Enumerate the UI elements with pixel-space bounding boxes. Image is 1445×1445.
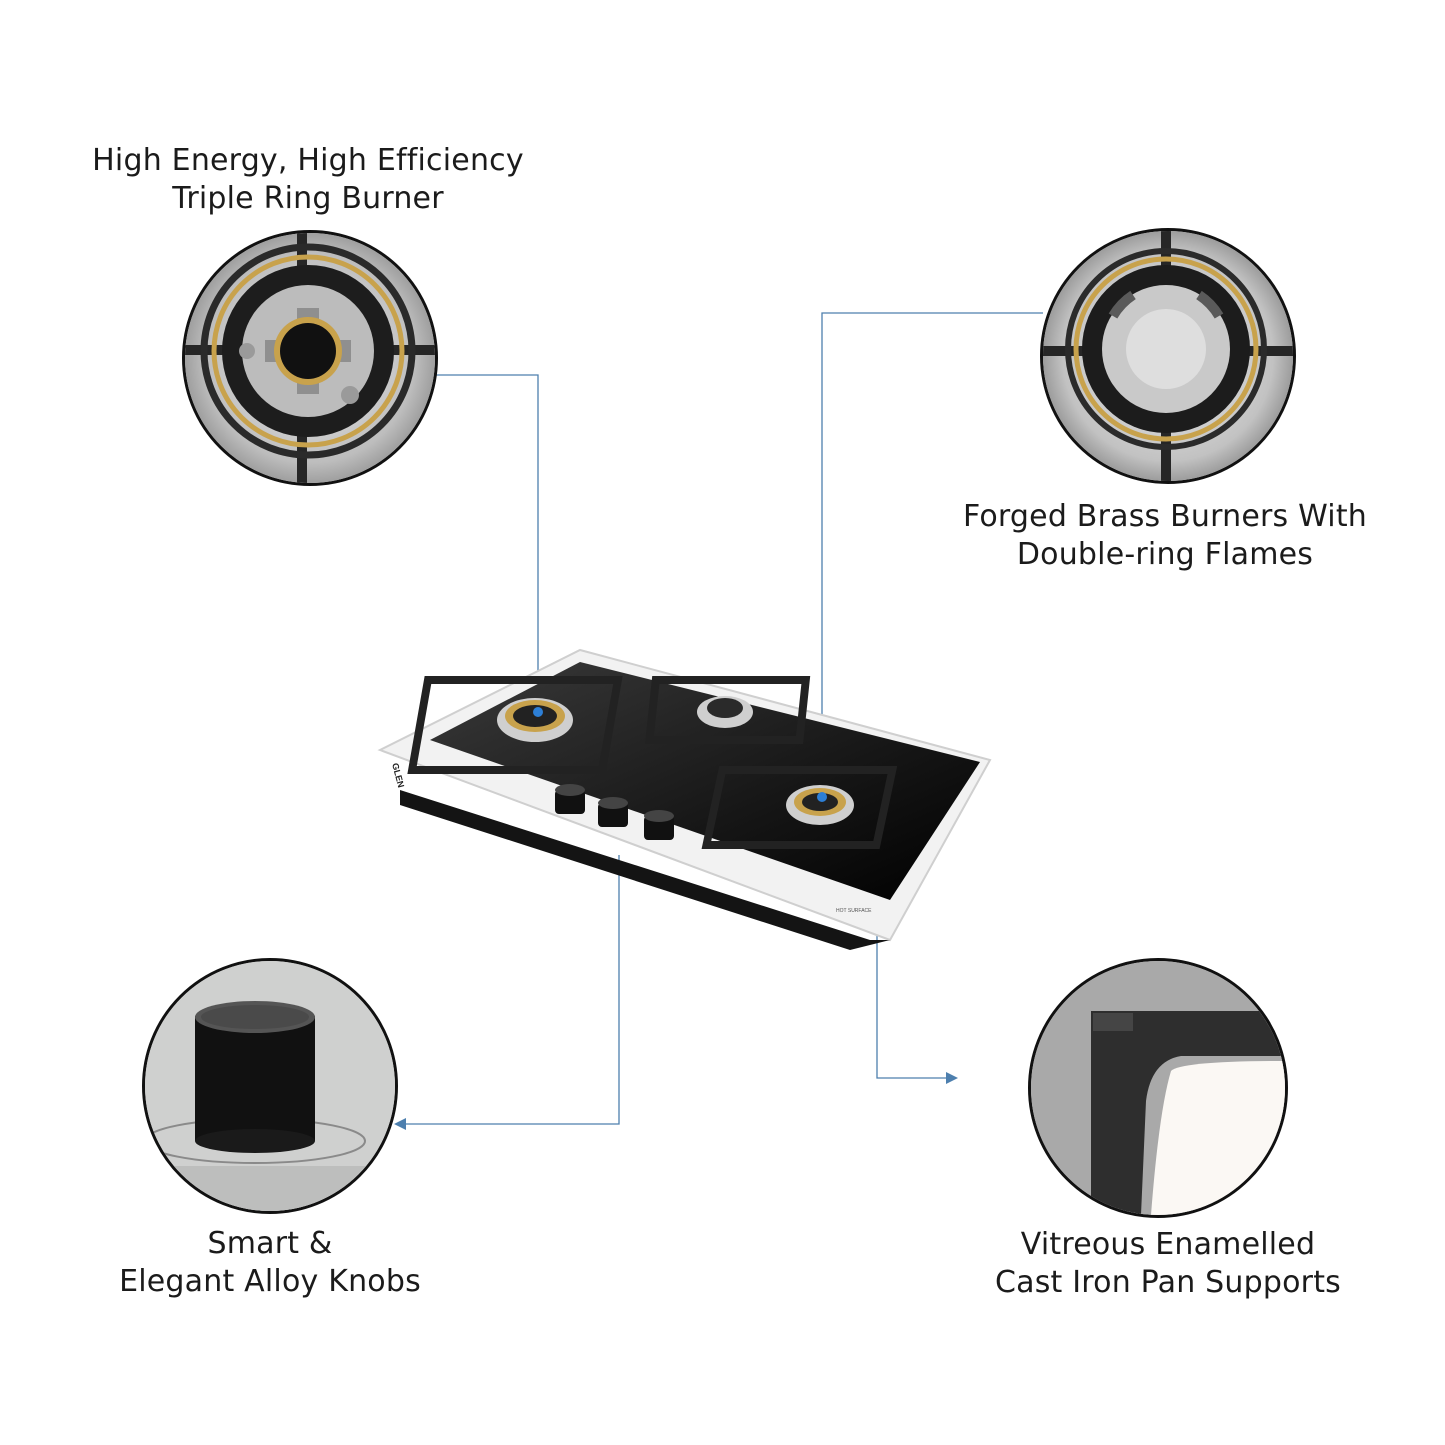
leader-line-triple-ring — [432, 374, 539, 712]
burner-left — [407, 676, 623, 774]
caption-triple-ring-burner: High Energy, High Efficiency Triple Ring… — [58, 142, 558, 218]
caption-line: Forged Brass Burners With — [962, 499, 1367, 534]
flame-indicator-icon — [533, 707, 543, 717]
leader-line-brass-burners — [821, 312, 1043, 792]
caption-brass-burners: Forged Brass Burners With Double-ring Fl… — [915, 498, 1415, 574]
knob[interactable] — [555, 784, 585, 814]
knobs — [555, 784, 674, 840]
alloy-knob-closeup — [142, 958, 398, 1214]
flame-indicator-icon — [817, 792, 827, 802]
leader-line-knobs — [405, 855, 620, 1125]
caption-line: Elegant Alloy Knobs — [119, 1264, 421, 1299]
arrow-head-pan-supports — [946, 1072, 958, 1084]
gas-hob-illustration: GLEN HOT SURFACE — [377, 648, 992, 950]
burner-middle — [645, 676, 811, 744]
leader-line-pan-supports — [876, 905, 946, 1079]
pan-support-closeup — [1028, 958, 1288, 1218]
hob-base — [400, 790, 890, 950]
knob[interactable] — [598, 797, 628, 827]
caption-line: Cast Iron Pan Supports — [995, 1265, 1341, 1300]
knob[interactable] — [644, 810, 674, 840]
caption-line: Smart & — [207, 1226, 333, 1261]
brass-burner-closeup — [1040, 228, 1296, 484]
brand-mark: GLEN — [390, 762, 406, 789]
arrow-head-knobs — [394, 1118, 406, 1130]
triple-ring-burner-closeup — [182, 230, 438, 486]
hot-surface-badge: HOT SURFACE — [836, 908, 872, 914]
caption-line: Triple Ring Burner — [172, 181, 444, 216]
caption-alloy-knobs: Smart & Elegant Alloy Knobs — [20, 1225, 520, 1301]
burner-right — [701, 766, 898, 849]
caption-line: High Energy, High Efficiency — [92, 143, 524, 178]
caption-line: Vitreous Enamelled — [1020, 1227, 1316, 1262]
caption-pan-supports: Vitreous Enamelled Cast Iron Pan Support… — [918, 1226, 1418, 1302]
caption-line: Double-ring Flames — [1016, 537, 1314, 572]
